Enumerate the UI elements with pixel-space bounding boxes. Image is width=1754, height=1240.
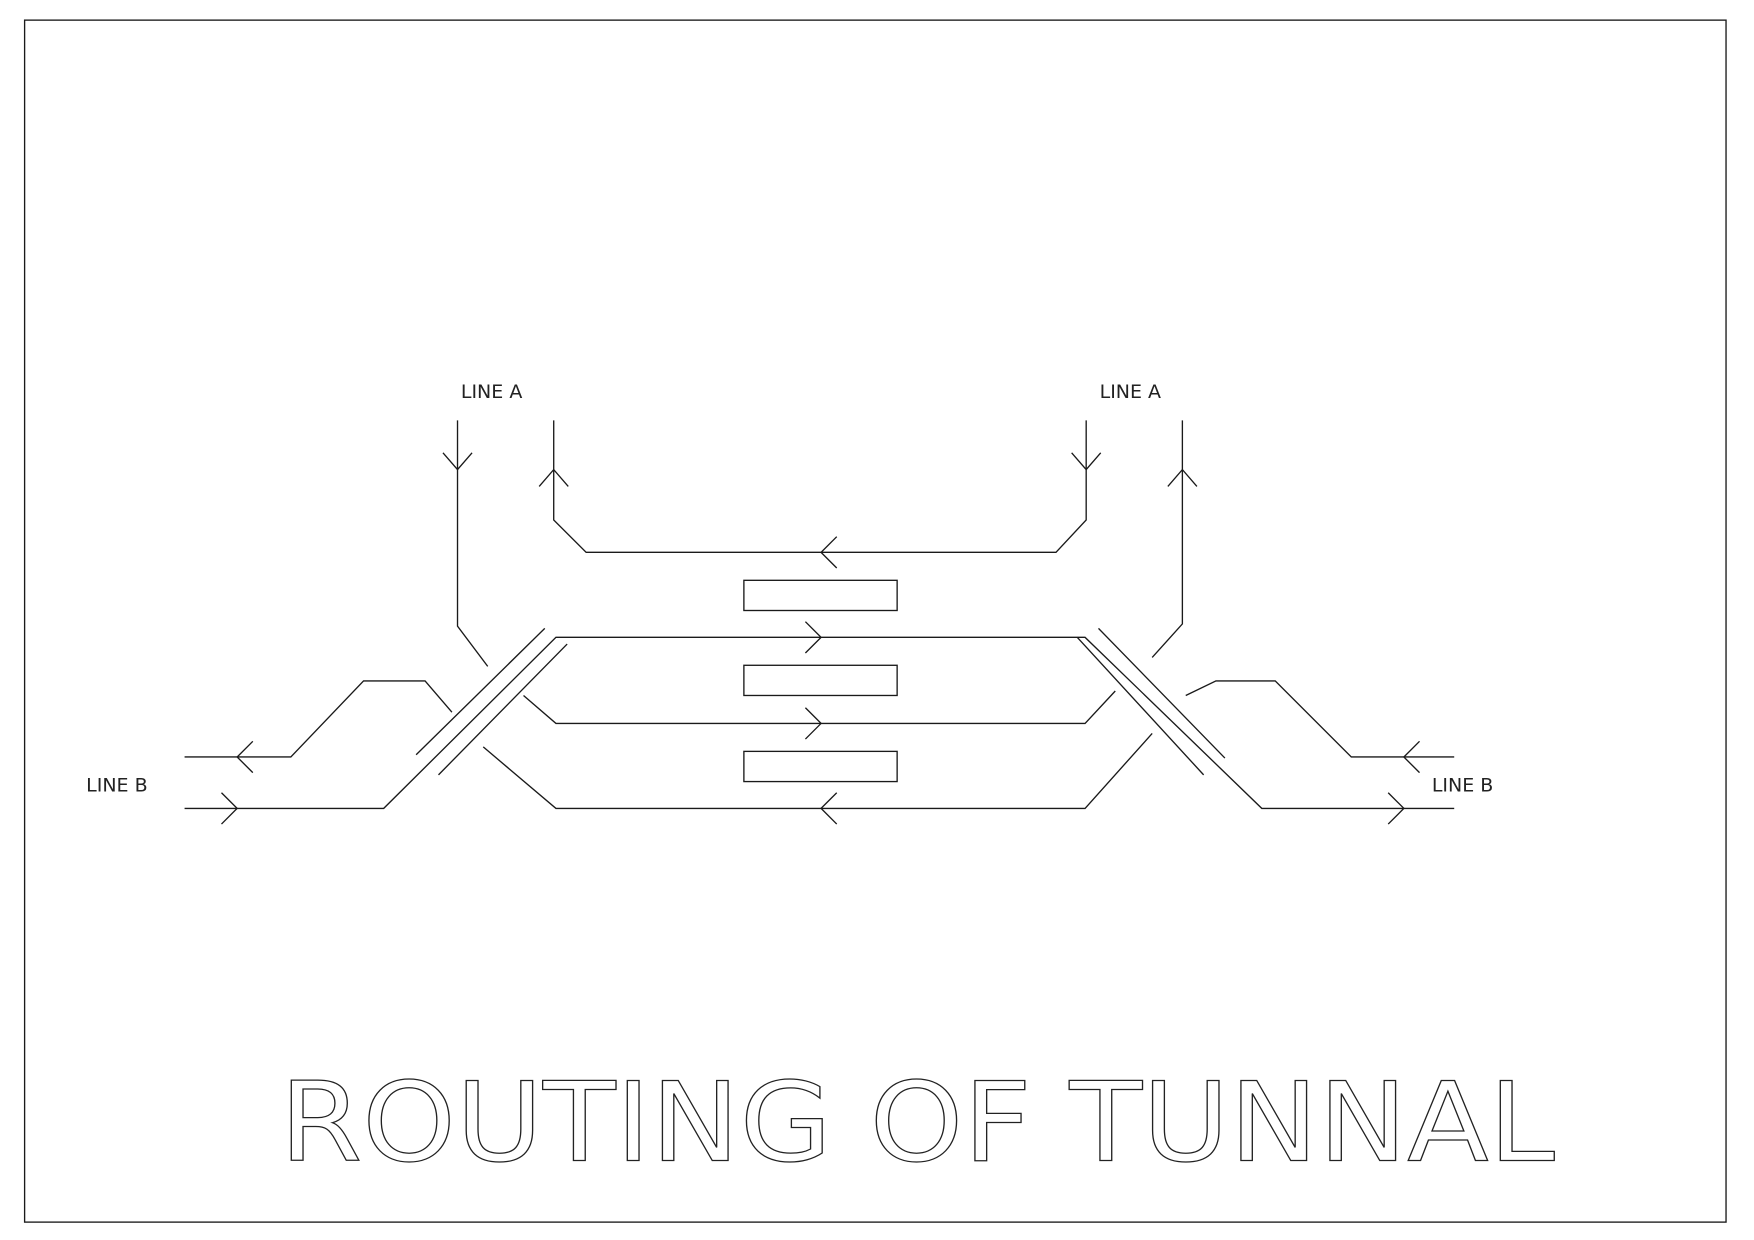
track-line-a-left-in bbox=[456, 420, 489, 667]
arrow-left-icon bbox=[1402, 740, 1421, 774]
track-line-b-right-in bbox=[1185, 680, 1455, 758]
arrow-down-icon bbox=[1071, 452, 1102, 471]
arrow-right-icon bbox=[804, 707, 823, 740]
arrow-right-icon bbox=[1387, 792, 1405, 825]
bridge-left-upper bbox=[415, 627, 546, 756]
track-line-a-loop bbox=[553, 420, 1087, 554]
drawing-border bbox=[23, 19, 1727, 1223]
bridge-right-upper bbox=[1098, 627, 1226, 759]
arrow-left-icon bbox=[820, 792, 838, 825]
track-line-b-left-out bbox=[184, 680, 453, 758]
label-line-b-left: LINE B bbox=[86, 775, 147, 797]
arrow-right-icon bbox=[804, 621, 823, 654]
arrow-up-icon bbox=[1167, 468, 1198, 487]
arrow-right-icon bbox=[221, 792, 239, 825]
arrow-up-icon bbox=[538, 468, 569, 487]
arrow-down-icon bbox=[442, 452, 473, 471]
arrow-left-icon bbox=[820, 536, 838, 569]
bridge-right-lower bbox=[1076, 636, 1205, 776]
label-line-a-left: LINE A bbox=[461, 381, 522, 403]
arrow-left-icon bbox=[236, 740, 254, 774]
label-line-b-right: LINE B bbox=[1432, 775, 1493, 797]
platform-3 bbox=[743, 750, 898, 783]
label-line-a-right: LINE A bbox=[1100, 381, 1161, 403]
track-line-b-bottom bbox=[482, 733, 1153, 810]
platform-2 bbox=[743, 664, 898, 697]
diagram-title: ROUTING OF TUNNAL bbox=[280, 1059, 1555, 1187]
track-line-a-right-out bbox=[1151, 420, 1184, 658]
bridge-left-lower bbox=[438, 643, 568, 776]
platform-1 bbox=[743, 579, 898, 612]
